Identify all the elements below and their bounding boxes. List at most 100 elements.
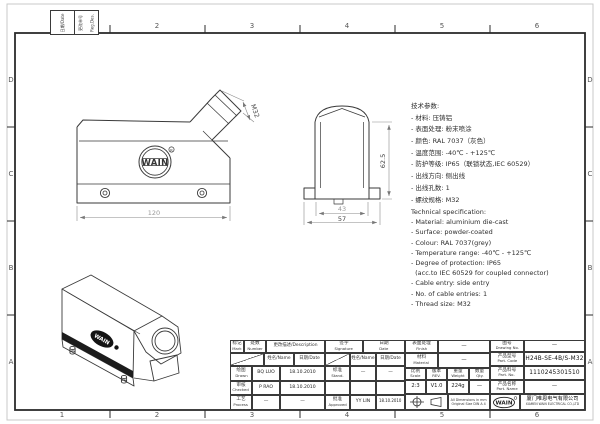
scale-value: 2:3 (411, 383, 420, 390)
projection-symbols-cell (405, 394, 448, 410)
isometric-view (61, 274, 182, 387)
drawn-date-cell: 18.10.2010 (280, 366, 325, 381)
iso-wain-oval-logo: WAIN (90, 330, 114, 348)
notes-en-line-2: - Surface: powder-coated (411, 228, 493, 237)
part-no-label-cell: 产品料号 Part. No. (490, 366, 524, 380)
rev-value: V1.0 (430, 383, 443, 390)
grid-row-a-left: A (8, 358, 14, 366)
grid-row-b-right: B (587, 264, 593, 272)
standard-name: — (360, 370, 366, 376)
grid-col-1-bottom: 1 (59, 410, 65, 419)
finish-label-en: Finish (416, 345, 427, 351)
notes-en-line-5: - Degree of protection: IP65 (411, 258, 502, 267)
side-view-logo-reg-mark: R (170, 148, 173, 152)
notes-cn-line-8: - 螺纹规格: M32 (411, 195, 460, 204)
standard-date: — (388, 370, 393, 376)
scale-header-cell: 比例 Scale (405, 368, 426, 380)
approved-label-cn: 批准 (332, 397, 343, 402)
grid-col-5-top: 5 (439, 22, 445, 30)
mark-header-cn: 标记 (232, 341, 242, 346)
side-view-logo-text: WAIN (141, 159, 168, 169)
mark-header-cell: 标记 Mark (230, 340, 244, 353)
notes-en-line-4: - Temperature range: -40℃ - +125℃ (411, 248, 532, 257)
dim-label-43: 43 (337, 205, 347, 213)
standard-name-cell: — (350, 366, 376, 381)
revision-strip-change-cn-wrap: 更改单号 (75, 11, 86, 34)
standard-date-cell: — (376, 366, 405, 381)
checked-date: 18.10.2010 (289, 384, 316, 390)
name-subheader-cell-1: 姓名/Name (264, 353, 294, 366)
material-label-cn: 材料 (416, 355, 427, 360)
part-no-label-cn: 产品料号 (497, 367, 517, 373)
process-label-cell: 工艺 Process (230, 395, 252, 410)
revision-strip-date-cell: 日期/Date (51, 11, 74, 34)
drawn-label-en: Drawn (234, 372, 248, 378)
empty-cell-3 (376, 381, 405, 395)
grid-col-3-top: 3 (249, 22, 255, 30)
material-label-cell: 材料 Material (405, 353, 438, 368)
grid-col-4-top: 4 (344, 22, 350, 30)
process-name: — (263, 399, 269, 405)
drawing-no-label-cell: 图号 Drawing No. (490, 340, 524, 352)
standard-label-en: Stand. (331, 372, 344, 378)
title-block: 标记 Mark 处数 Number 更改描述/Description 签字 Si… (230, 340, 585, 410)
approved-label-en: Approved (328, 401, 347, 407)
part-name-value: — (551, 383, 558, 390)
diagonal-cell-1 (230, 353, 264, 366)
qty-header-cn: 数量 (474, 368, 485, 374)
date-header-cell: 日期 Date (363, 340, 405, 353)
weight-header-en: Weight (451, 373, 465, 379)
checked-name-cell: P RAO (252, 381, 280, 395)
finish-label-cell: 表面处理 Finish (405, 340, 438, 353)
notes-en-line-8: - No. of cable entries: 1 (411, 289, 488, 298)
grid-row-d-left: D (8, 76, 14, 84)
wain-round-logo (138, 145, 175, 179)
qty-header-en: Qty. (475, 373, 484, 379)
dim-label-57: 57 (337, 214, 347, 223)
scale-header-en: Scale (410, 373, 421, 379)
weight-value: 224g (451, 383, 465, 390)
rev-header-cell: 版本 REV. (426, 368, 447, 380)
grid-col-4-bottom: 4 (344, 410, 350, 419)
front-view-dimensions (303, 121, 392, 225)
notes-en-line-6: (acc.to IEC 60529 for coupled connector) (411, 269, 549, 278)
grid-col-2-top: 2 (154, 22, 160, 30)
process-name-cell: — (252, 395, 280, 410)
approved-date: 18.10.2010 (379, 399, 402, 404)
qty-value-cell: — (469, 380, 490, 394)
notes-en-line-7: - Cable entry: side entry (411, 279, 490, 288)
part-code-value: H24B-SE-4B/S-M32 (525, 355, 584, 362)
projection-cone-icon (430, 397, 441, 407)
titleblock-logo-text: WAIN (495, 401, 512, 407)
company-cell: 厦门唯恩电气有限公司 XIAMEN WAIN ELECTRICAL CO.,LT… (520, 394, 585, 410)
drawn-label-cn: 绘图 (236, 368, 246, 373)
rev-value-cell: V1.0 (426, 380, 447, 394)
grid-row-d-right: D (587, 76, 593, 84)
grid-col-6-top: 6 (534, 22, 540, 30)
dim-label-120: 120 (147, 209, 161, 217)
drawn-date: 18.10.2010 (289, 370, 316, 376)
front-view (303, 105, 381, 205)
process-label-en: Process (233, 401, 249, 407)
part-code-label-cell: 产品型号 Part. Code (490, 352, 524, 366)
checked-label-cn: 审核 (236, 382, 246, 388)
mark-header-en: Mark (232, 345, 242, 351)
date-subheader-cell-2: 日期/Date (376, 353, 405, 366)
drawing-no-value: — (551, 342, 558, 349)
revision-strip: 日期/Date 更改单号 Reg.Des. (50, 10, 99, 35)
grid-row-a-right: A (587, 358, 593, 366)
grid-col-5-bottom: 5 (439, 410, 445, 419)
part-code-value-cell: H24B-SE-4B/S-M32 (524, 352, 585, 366)
notes-cn-line-6: - 出线方向: 侧出线 (411, 172, 466, 181)
notes-cn-line-3: - 颜色: RAL 7037（灰色） (411, 137, 490, 146)
side-view-dimensions (76, 90, 255, 221)
number-header-cell: 处数 Number (244, 340, 266, 353)
dims-note-cell: All Dimensions in mm Original Size DIN A… (448, 394, 490, 410)
scale-header-cn: 比例 (410, 368, 421, 374)
notes-en-line-1: - Material: aluminium die-cast (411, 218, 509, 227)
technical-notes-cn: 技术参数: - 材料: 压铸铝 - 表面处理: 粉末喷涂 - 颜色: RAL 7… (411, 100, 534, 205)
dims-note-line-2: Original Size DIN A 4 (451, 402, 487, 406)
checked-label-cell: 审核 Checked (230, 381, 252, 395)
